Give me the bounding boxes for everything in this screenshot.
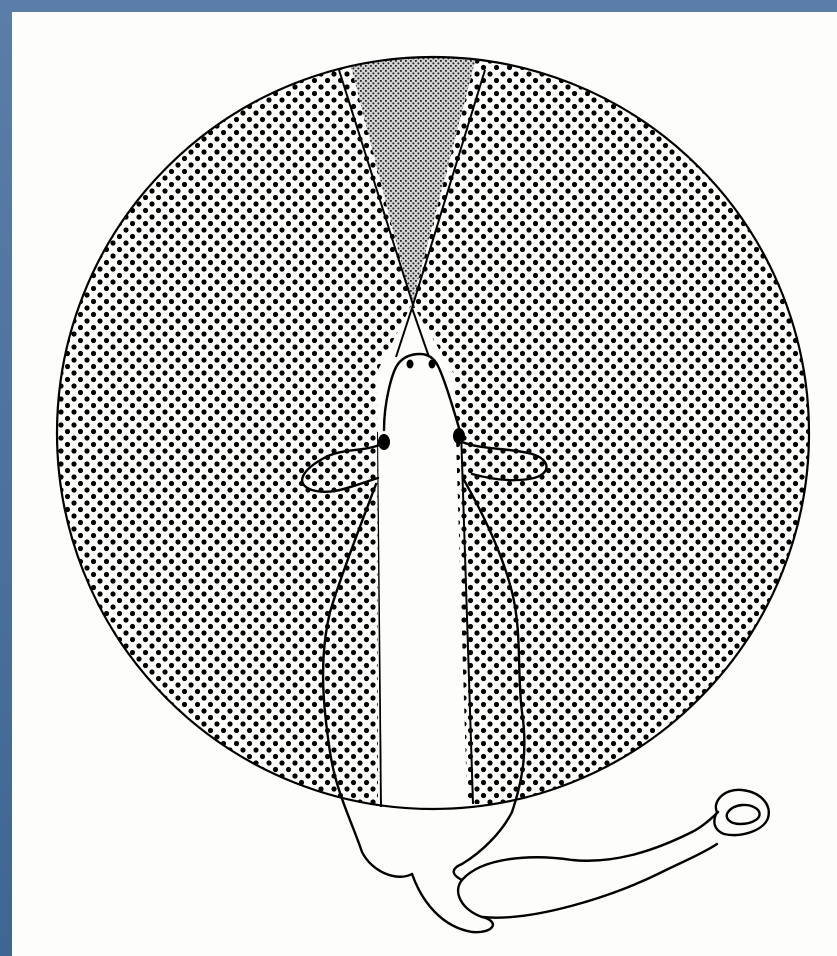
left-eye-icon [378, 434, 390, 450]
left-nostril-icon [407, 360, 414, 369]
left-monocular-field [12, 12, 412, 804]
right-monocular-field [412, 12, 837, 804]
blind-area [378, 358, 467, 804]
right-nostril-icon [429, 360, 436, 369]
visual-field-diagram [12, 12, 837, 956]
right-eye-icon [453, 428, 465, 444]
figure-paper [12, 12, 837, 956]
